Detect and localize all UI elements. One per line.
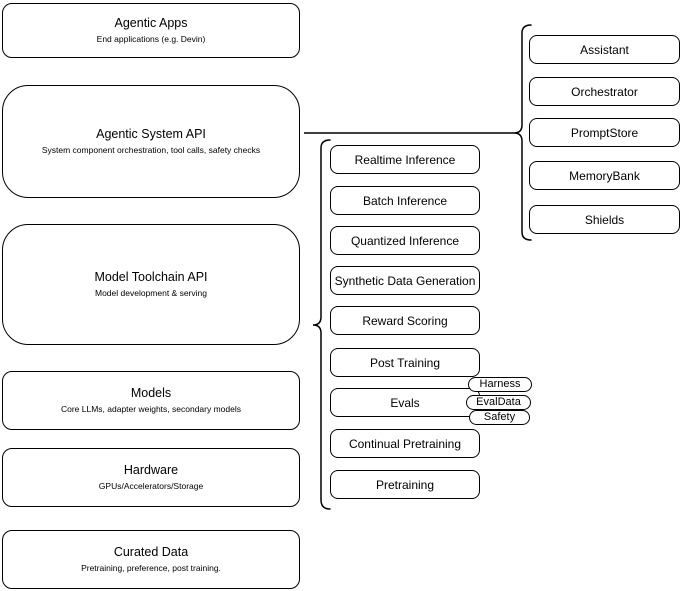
box-label: Shields <box>584 212 625 227</box>
tag-label: EvalData <box>476 396 521 408</box>
box-label: Synthetic Data Generation <box>334 273 476 288</box>
box-subtitle: Pretraining, preference, post training. <box>81 563 221 574</box>
box-label: Orchestrator <box>571 84 638 99</box>
box-subtitle: Core LLMs, adapter weights, secondary mo… <box>60 404 241 415</box>
tag-label: Safety <box>483 411 516 423</box>
box-agentic-apps: Agentic Apps End applications (e.g. Devi… <box>2 3 300 58</box>
box-reward-scoring: Reward Scoring <box>330 306 480 335</box>
box-label: Continual Pretraining <box>348 436 462 451</box>
box-realtime-inference: Realtime Inference <box>330 145 480 174</box>
box-label: Evals <box>390 395 420 410</box>
box-agentic-system-api: Agentic System API System component orch… <box>2 85 300 198</box>
box-subtitle: System component orchestration, tool cal… <box>41 145 261 156</box>
box-title: Models <box>130 386 172 401</box>
box-hardware: Hardware GPUs/Accelerators/Storage <box>2 448 300 507</box>
box-title: Model Toolchain API <box>94 270 208 285</box>
box-shields: Shields <box>529 205 680 234</box>
box-title: Agentic Apps <box>114 16 188 31</box>
tag-harness: Harness <box>468 377 532 392</box>
box-label: Pretraining <box>375 477 435 492</box>
box-batch-inference: Batch Inference <box>330 186 480 215</box>
box-quantized-inference: Quantized Inference <box>330 226 480 255</box>
box-label: MemoryBank <box>569 168 640 183</box>
box-continual-pretraining: Continual Pretraining <box>330 429 480 458</box>
tag-label: Harness <box>479 378 521 390</box>
box-label: Post Training <box>369 355 441 370</box>
box-model-toolchain-api: Model Toolchain API Model development & … <box>2 224 300 345</box>
box-pretraining: Pretraining <box>330 470 480 499</box>
box-subtitle: Model development & serving <box>95 288 207 299</box>
box-label: Assistant <box>580 42 629 57</box>
box-promptstore: PromptStore <box>529 118 680 147</box>
box-label: Reward Scoring <box>362 313 448 328</box>
box-title: Agentic System API <box>96 127 206 142</box>
box-label: Batch Inference <box>362 193 448 208</box>
tag-evaldata: EvalData <box>466 395 531 410</box>
box-title: Curated Data <box>113 545 189 560</box>
box-label: Quantized Inference <box>350 233 460 248</box>
box-title: Hardware <box>123 463 179 478</box>
box-memorybank: MemoryBank <box>529 161 680 190</box>
box-subtitle: GPUs/Accelerators/Storage <box>98 481 204 492</box>
toolchain-group-brace <box>312 139 331 510</box>
box-post-training: Post Training <box>330 348 480 377</box>
box-models: Models Core LLMs, adapter weights, secon… <box>2 371 300 430</box>
box-orchestrator: Orchestrator <box>529 77 680 106</box>
box-subtitle: End applications (e.g. Devin) <box>96 34 206 45</box>
box-synthetic-data-generation: Synthetic Data Generation <box>330 266 480 295</box>
box-assistant: Assistant <box>529 35 680 64</box>
tag-safety: Safety <box>469 410 530 425</box>
box-label: PromptStore <box>570 125 639 140</box>
box-curated-data: Curated Data Pretraining, preference, po… <box>2 530 300 589</box>
system-group-brace <box>513 24 532 241</box>
box-evals: Evals <box>330 388 480 417</box>
box-label: Realtime Inference <box>354 152 456 167</box>
